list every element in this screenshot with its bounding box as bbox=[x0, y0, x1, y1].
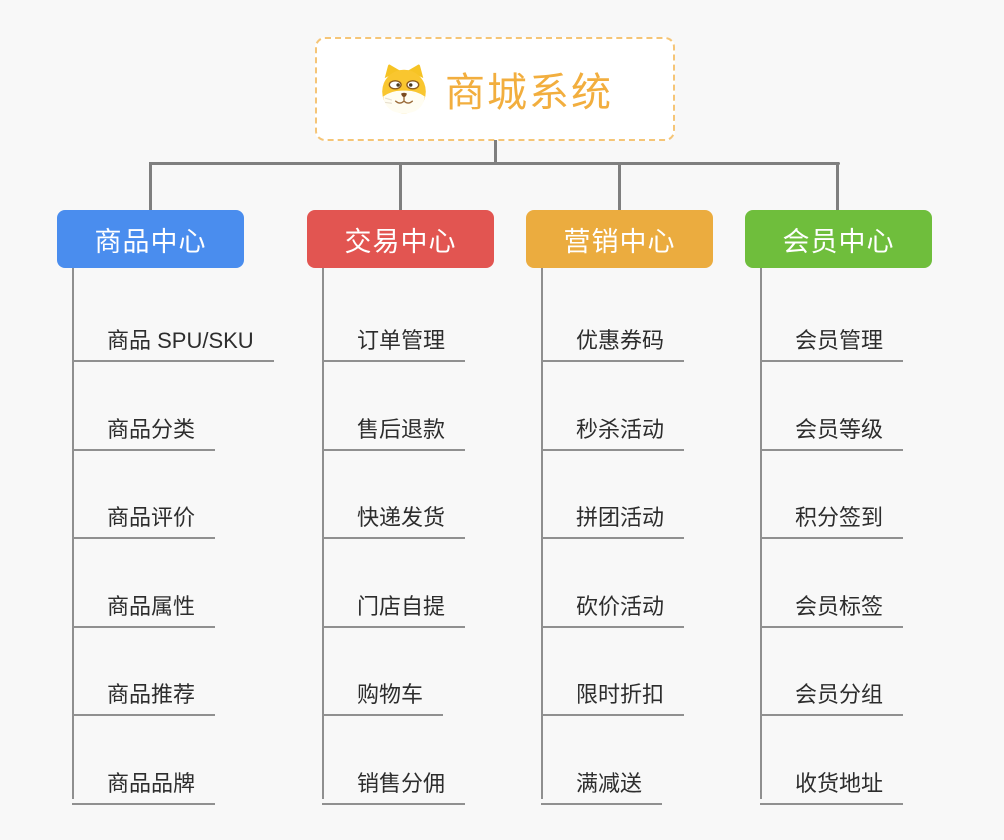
branch-node-marketing-center[interactable]: 营销中心 bbox=[526, 210, 713, 268]
branch-items: 优惠券码秒杀活动拼团活动砍价活动限时折扣满减送 bbox=[526, 210, 713, 810]
branch-vertical-line bbox=[760, 268, 762, 799]
branch-vertical-line bbox=[541, 268, 543, 799]
subtopic-item[interactable]: 拼团活动 bbox=[541, 492, 685, 539]
subtopic-item[interactable]: 商品推荐 bbox=[72, 669, 216, 716]
subtopic-item[interactable]: 会员等级 bbox=[760, 404, 904, 451]
subtopic-item[interactable]: 门店自提 bbox=[322, 581, 466, 628]
subtopic-item[interactable]: 商品属性 bbox=[72, 581, 216, 628]
subtopic-item[interactable]: 商品评价 bbox=[72, 492, 216, 539]
subtopic-item[interactable]: 满减送 bbox=[541, 758, 663, 805]
subtopic-item[interactable]: 会员标签 bbox=[760, 581, 904, 628]
subtopic-item[interactable]: 商品品牌 bbox=[72, 758, 216, 805]
branch-items: 商品 SPU/SKU 商品分类商品评价商品属性商品推荐商品品牌 bbox=[57, 210, 274, 810]
branch-vertical-line bbox=[72, 268, 74, 799]
branch-node-trade-center[interactable]: 交易中心 bbox=[307, 210, 494, 268]
branch-node-product-center[interactable]: 商品中心 bbox=[57, 210, 244, 268]
subtopic-item[interactable]: 积分签到 bbox=[760, 492, 904, 539]
connector-drop-marketing bbox=[618, 162, 621, 211]
subtopic-item[interactable]: 会员分组 bbox=[760, 669, 904, 716]
branch-node-member-center[interactable]: 会员中心 bbox=[745, 210, 932, 268]
branch-marketing-center: 营销中心 优惠券码秒杀活动拼团活动砍价活动限时折扣满减送 bbox=[526, 210, 713, 810]
subtopic-item[interactable]: 销售分佣 bbox=[322, 758, 466, 805]
root-title: 商城系统 bbox=[445, 71, 613, 115]
subtopic-item[interactable]: 商品分类 bbox=[72, 404, 216, 451]
root-node-mall-system[interactable]: 商城系统 bbox=[315, 37, 675, 141]
subtopic-item[interactable]: 会员管理 bbox=[760, 315, 904, 362]
subtopic-item[interactable]: 售后退款 bbox=[322, 404, 466, 451]
branch-trade-center: 交易中心 订单管理售后退款快递发货门店自提购物车销售分佣 bbox=[307, 210, 494, 810]
connector-drop-product bbox=[149, 162, 152, 211]
subtopic-item[interactable]: 砍价活动 bbox=[541, 581, 685, 628]
subtopic-item[interactable]: 秒杀活动 bbox=[541, 404, 685, 451]
branch-member-center: 会员中心 会员管理会员等级积分签到会员标签会员分组收货地址 bbox=[745, 210, 932, 810]
subtopic-item[interactable]: 快递发货 bbox=[322, 492, 466, 539]
subtopic-item[interactable]: 购物车 bbox=[322, 669, 444, 716]
connector-root-drop bbox=[494, 140, 497, 164]
branch-items: 订单管理售后退款快递发货门店自提购物车销售分佣 bbox=[307, 210, 494, 810]
subtopic-item[interactable]: 优惠券码 bbox=[541, 315, 685, 362]
connector-drop-trade bbox=[399, 162, 402, 211]
subtopic-item[interactable]: 订单管理 bbox=[322, 315, 466, 362]
connector-drop-member bbox=[836, 162, 839, 211]
subtopic-item[interactable]: 收货地址 bbox=[760, 758, 904, 805]
shiba-dog-icon bbox=[382, 64, 426, 114]
branch-items: 会员管理会员等级积分签到会员标签会员分组收货地址 bbox=[745, 210, 932, 810]
subtopic-item[interactable]: 商品 SPU/SKU bbox=[72, 315, 274, 362]
subtopic-item[interactable]: 限时折扣 bbox=[541, 669, 685, 716]
connector-trunk bbox=[149, 162, 840, 165]
branch-vertical-line bbox=[322, 268, 324, 799]
branch-product-center: 商品中心 商品 SPU/SKU 商品分类商品评价商品属性商品推荐商品品牌 bbox=[57, 210, 274, 810]
